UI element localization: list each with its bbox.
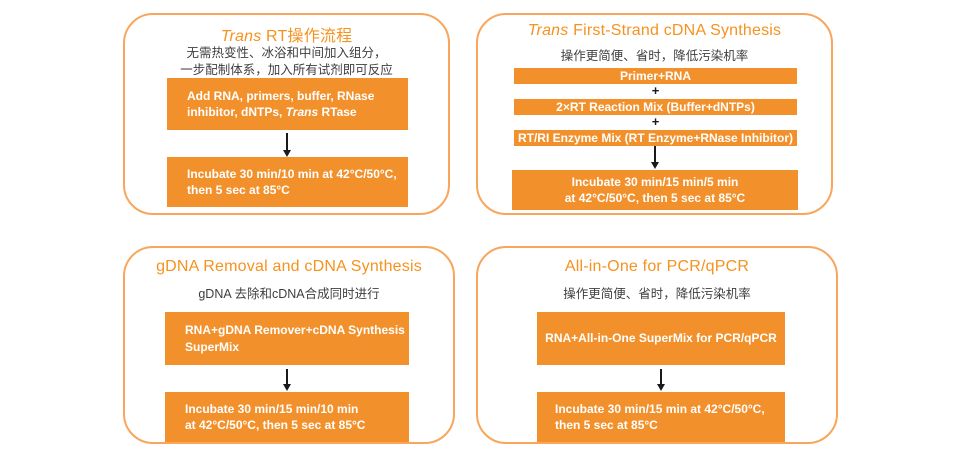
down-arrow-icon (653, 369, 669, 391)
panel-title-text: RT操作流程 (261, 28, 353, 45)
panel-title: All-in-One for PCR/qPCR (564, 258, 750, 275)
arrow-shaft (286, 133, 288, 150)
arrow-head (283, 150, 291, 157)
step-box-add-reagents: Add RNA, primers, buffer, RNase inhibito… (167, 78, 408, 130)
panel-title-italic: Trans (527, 22, 569, 39)
panel-subtitle: 无需热变性、冰浴和中间加入组分， 一步配制体系，加入所有试剂即可反应 (180, 46, 393, 77)
panel-title-text: First-Strand cDNA Synthesis (568, 22, 782, 39)
arrow-head (651, 162, 659, 169)
panel-subtitle: 操作更简便、省时，降低污染机率 (560, 49, 749, 63)
component-bar-enzyme-mix: RT/RI Enzyme Mix (RT Enzyme+RNase Inhibi… (514, 130, 797, 146)
panel-subtitle: gDNA 去除和cDNA合成同时进行 (198, 287, 380, 301)
component-bar-rt-reaction-mix: 2×RT Reaction Mix (Buffer+dNTPs) (514, 99, 797, 115)
panel-first-strand-cdna-synthesis: Trans First-Strand cDNA Synthesis 操作更简便、… (476, 13, 833, 215)
arrow-shaft (286, 369, 288, 384)
arrow-head (283, 384, 291, 391)
down-arrow-icon (279, 133, 295, 157)
arrow-shaft (660, 369, 662, 384)
step-box-incubate: Incubate 30 min/15 min/10 min at 42°C/50… (165, 392, 409, 442)
step-box-incubate: Incubate 30 min/15 min at 42°C/50°C, the… (537, 392, 785, 442)
panel-title: Trans First-Strand cDNA Synthesis (478, 22, 831, 40)
panel-subtitle: 操作更简便、省时，降低污染机率 (563, 287, 751, 301)
panel-gdna-removal-cdna-synthesis: gDNA Removal and cDNA Synthesis gDNA 去除和… (123, 246, 455, 444)
step-box-supermix: RNA+All-in-One SuperMix for PCR/qPCR (537, 312, 785, 365)
step-box-text: Add RNA, primers, buffer, RNase inhibito… (187, 88, 404, 121)
down-arrow-icon (647, 146, 663, 169)
panel-title: gDNA Removal and cDNA Synthesis (156, 258, 422, 275)
panel-title-italic: Trans (220, 28, 262, 45)
down-arrow-icon (279, 369, 295, 391)
arrow-shaft (654, 146, 656, 162)
step-text-pre: Add RNA, primers, buffer, RNase inhibito… (187, 88, 375, 120)
panel-all-in-one-pcr-qpcr: All-in-One for PCR/qPCR 操作更简便、省时，降低污染机率 … (476, 246, 838, 444)
arrow-head (657, 384, 665, 391)
step-box-incubate: Incubate 30 min/15 min/5 min at 42°C/50°… (512, 170, 798, 210)
panel-trans-rt-workflow: Trans RT操作流程 无需热变性、冰浴和中间加入组分， 一步配制体系，加入所… (123, 13, 450, 215)
step-box-incubate: Incubate 30 min/10 min at 42°C/50°C, the… (167, 157, 408, 207)
plus-sign: + (651, 114, 660, 129)
panel-title: Trans RT操作流程 (125, 22, 448, 46)
component-bar-primer-rna: Primer+RNA (514, 68, 797, 84)
step-box-supermix: RNA+gDNA Remover+cDNA Synthesis SuperMix (165, 312, 409, 365)
step-text-post: RTase (318, 105, 357, 119)
step-text-italic: Trans (285, 105, 319, 119)
plus-sign: + (651, 83, 660, 98)
